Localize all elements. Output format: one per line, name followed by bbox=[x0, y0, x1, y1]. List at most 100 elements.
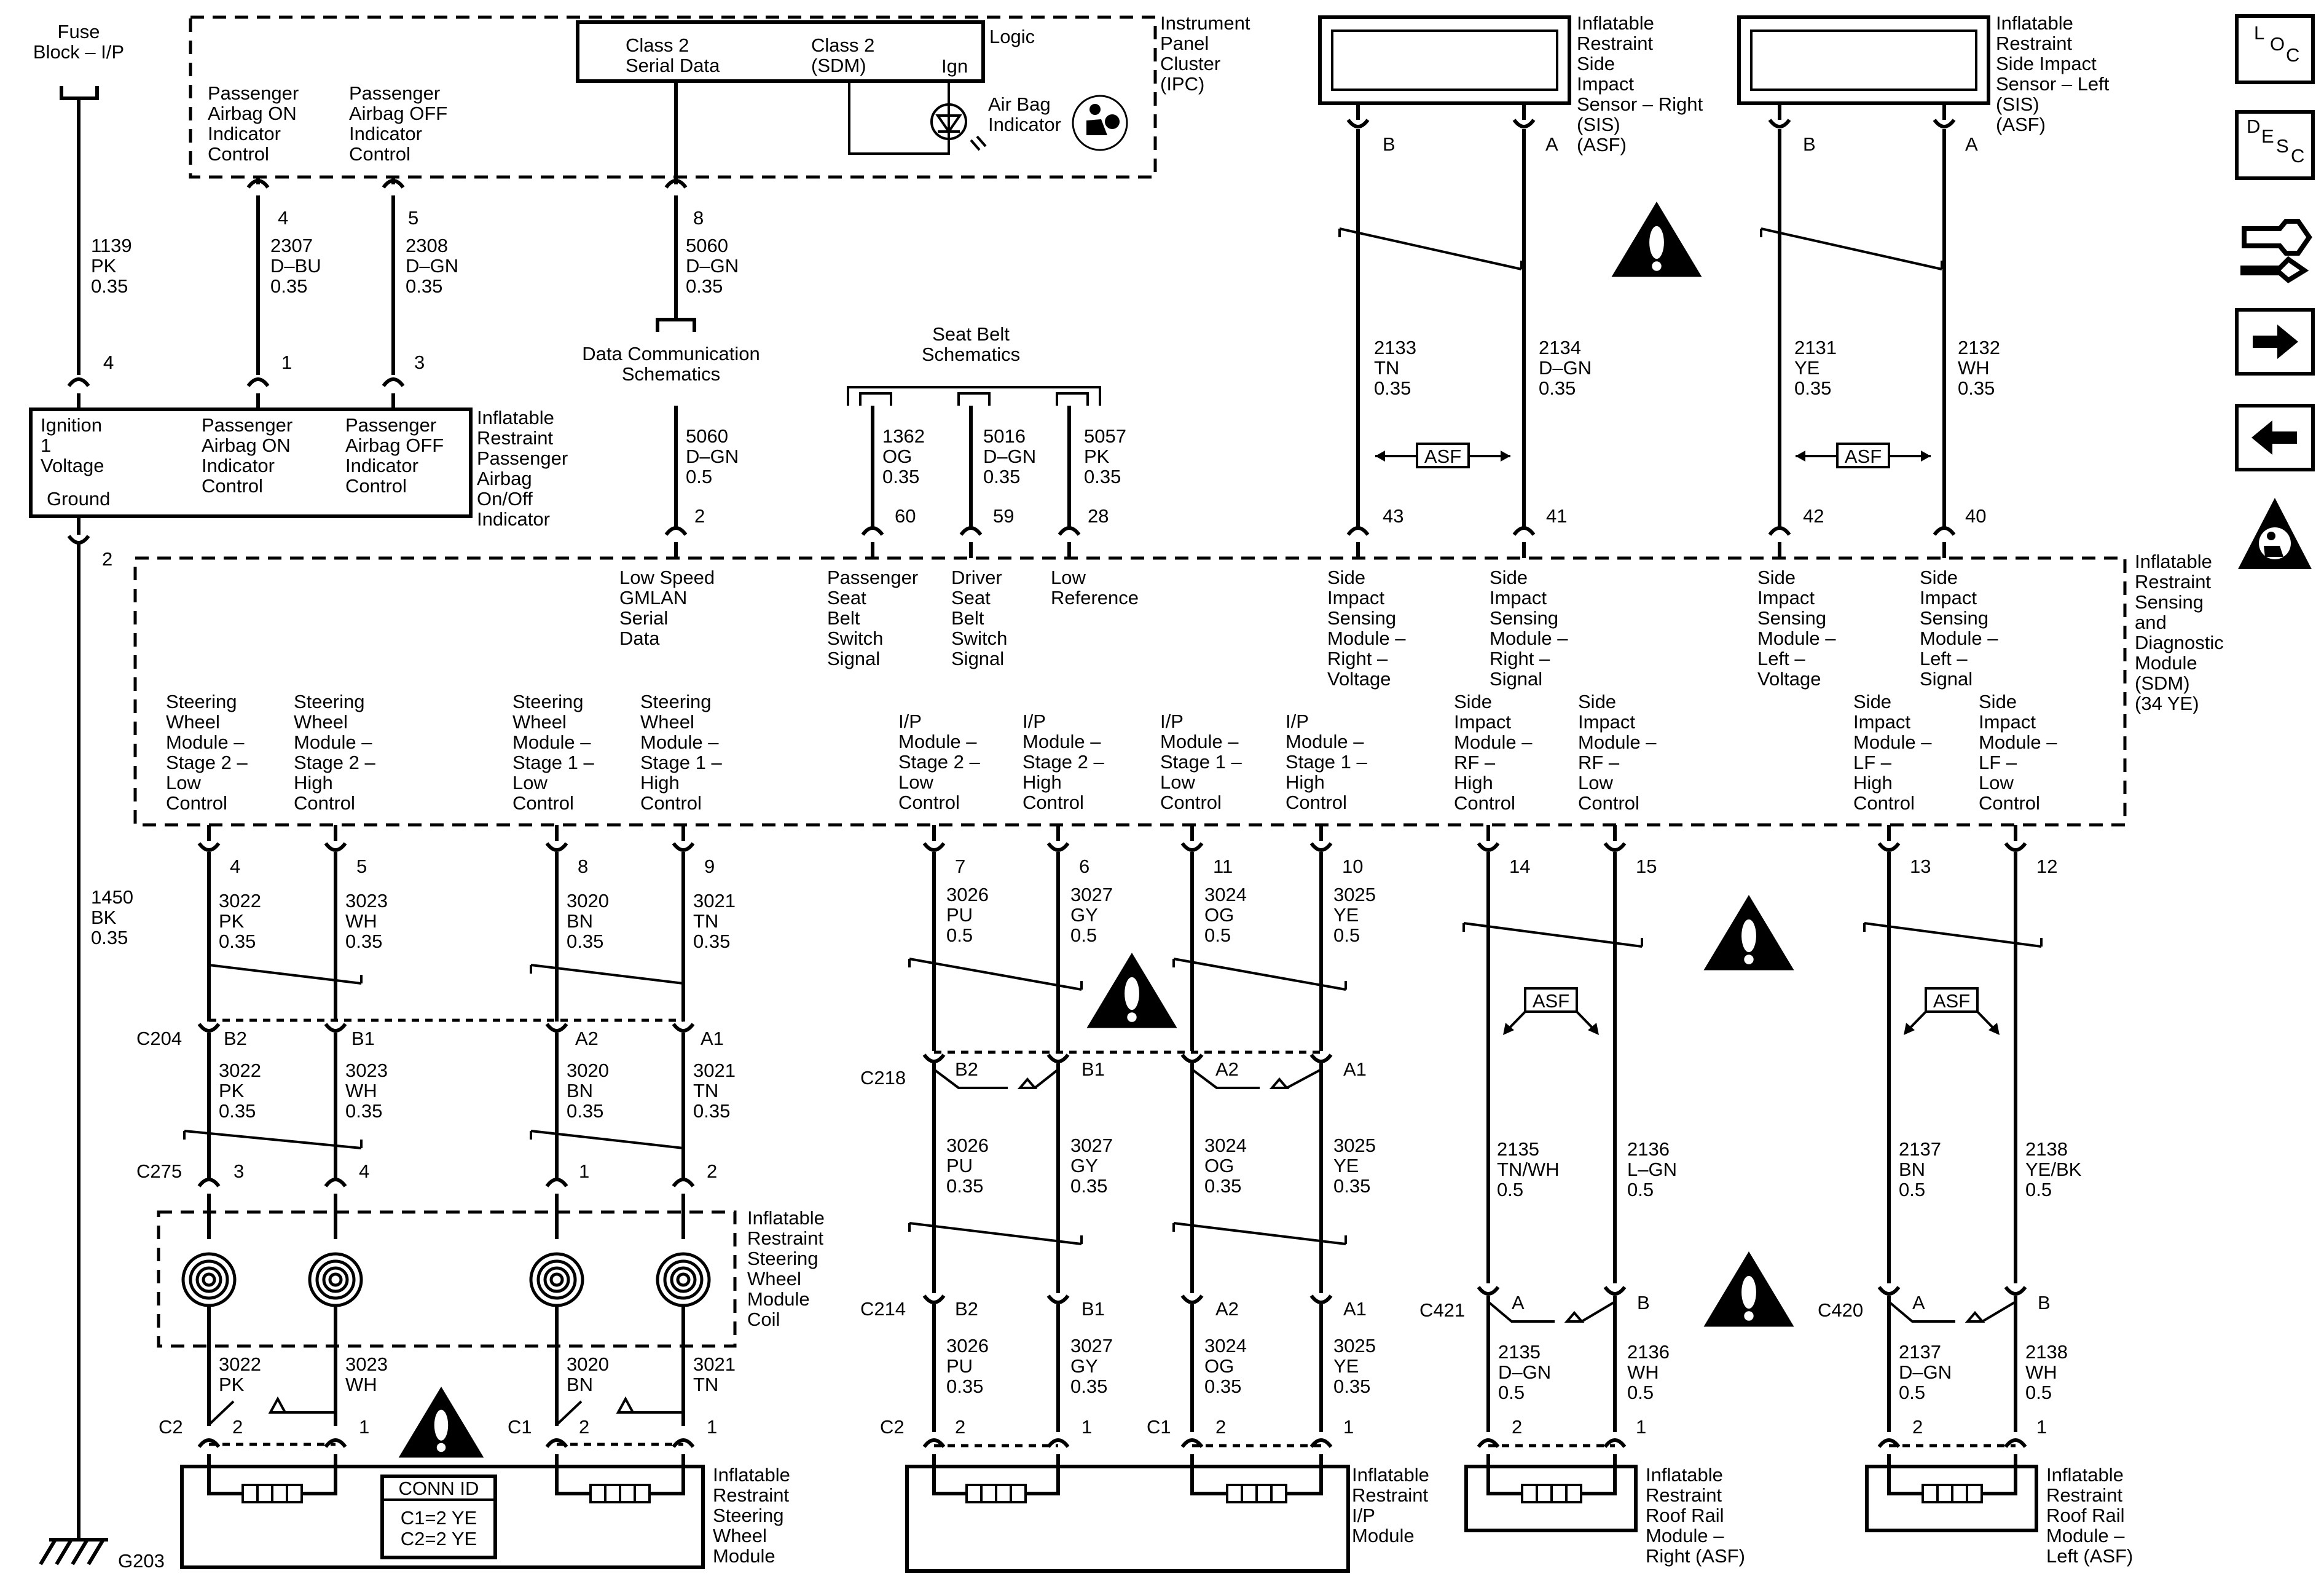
sdm-lfh-label-line: Side bbox=[1853, 691, 1891, 712]
pin-label: 7 bbox=[955, 856, 965, 877]
wire-3026b-label-line: PU bbox=[946, 1155, 973, 1176]
sdm-sw1l-label-line: Stage 1 – bbox=[512, 752, 594, 773]
sdm-sis-l-v-label-line: Module – bbox=[1757, 628, 1836, 649]
pp-off-label-line: Indicator bbox=[345, 455, 418, 476]
pin-label: 2 bbox=[579, 1416, 589, 1438]
wire-3024b-label-line: 0.35 bbox=[1204, 1175, 1241, 1197]
coil-title: InflatableRestraintSteeringWheelModuleCo… bbox=[747, 1207, 825, 1330]
squib-resistor-icon bbox=[965, 1484, 1027, 1503]
wire-5060-label-line: D–GN bbox=[686, 255, 739, 277]
sis-right-title-line: Inflatable bbox=[1577, 12, 1654, 34]
pin-label: 59 bbox=[993, 505, 1014, 527]
pin-label: 14 bbox=[1509, 856, 1530, 877]
coil-title-line: Restraint bbox=[747, 1227, 823, 1249]
wire-3021-label-line: 3021 bbox=[693, 1060, 736, 1081]
pin-label: 2 bbox=[955, 1416, 965, 1438]
previous-button[interactable] bbox=[2235, 404, 2315, 471]
airbag-warning-button[interactable] bbox=[2238, 498, 2312, 569]
wire-2307-label-line: 2307 bbox=[270, 235, 313, 256]
wire-2134-label-line: 0.35 bbox=[1539, 377, 1576, 399]
wire-3020-label-line: BN bbox=[567, 910, 593, 932]
ipc-logic-label: Logic bbox=[989, 26, 1035, 47]
sis-left-title-line: (ASF) bbox=[1996, 114, 2046, 135]
wire-1362-label-line: OG bbox=[882, 446, 912, 467]
seat-belt-schematics-label-line: Seat Belt bbox=[932, 323, 1010, 345]
pp-title: InflatableRestraintPassengerAirbagOn/Off… bbox=[477, 407, 568, 530]
pin-label-line: A bbox=[1545, 133, 1558, 155]
connector-terminal bbox=[1346, 526, 1370, 536]
connector-terminal bbox=[1933, 119, 1956, 128]
pin-label-line: 3 bbox=[234, 1160, 244, 1182]
sdm-sis-l-s-label-line: Signal bbox=[1920, 668, 1973, 690]
pin-label-line: B2 bbox=[955, 1058, 978, 1080]
wire-2132-label-line: 0.35 bbox=[1958, 377, 1995, 399]
sdm-ip2l-label-line: I/P bbox=[898, 711, 922, 732]
location-button[interactable]: LOC bbox=[2235, 14, 2315, 84]
wire-3026-label-line: 3026 bbox=[946, 884, 989, 905]
connector-terminal bbox=[197, 1178, 221, 1187]
wire-5060b-label-line: 0.5 bbox=[686, 466, 712, 487]
seat-belt-schematics-label-line: Schematics bbox=[922, 344, 1020, 365]
wire-3027-label-line: GY bbox=[1070, 904, 1098, 926]
wire-5016-label-line: 0.35 bbox=[983, 466, 1020, 487]
ground-icon bbox=[39, 1538, 108, 1565]
pp-on-label-line: Indicator bbox=[202, 455, 275, 476]
conn-id-box bbox=[380, 1475, 497, 1559]
connector-terminal bbox=[1046, 1053, 1070, 1063]
coil-title-line: Steering bbox=[747, 1248, 818, 1269]
pin-label: A2 bbox=[1215, 1298, 1239, 1320]
sdm-sis-r-v-label-line: Impact bbox=[1327, 587, 1384, 608]
pin-label: 1 bbox=[707, 1416, 717, 1438]
wire-2136-label-line: L–GN bbox=[1627, 1159, 1677, 1180]
roof-rail-left-box bbox=[1865, 1465, 2038, 1532]
pin-label-line: 10 bbox=[1342, 856, 1363, 877]
roof-rail-left-title-line: Left (ASF) bbox=[2046, 1545, 2133, 1567]
next-button[interactable] bbox=[2235, 308, 2315, 376]
wire-3027b-label-line: 0.35 bbox=[1070, 1175, 1107, 1197]
wire-1450-label-line: 0.35 bbox=[91, 927, 128, 948]
sdm-sw2l-label-line: Module – bbox=[166, 731, 245, 753]
wire-3025b-label-line: YE bbox=[1333, 1155, 1359, 1176]
roof-rail-right-title-line: Module – bbox=[1646, 1525, 1724, 1546]
sdm-ip2h-label-line: I/P bbox=[1023, 711, 1046, 732]
airbag-indicator-label-line: Indicator bbox=[988, 114, 1061, 135]
wire-3022b-label-line: PK bbox=[219, 1374, 245, 1395]
sdm-sis-l-s-label-line: Impact bbox=[1920, 587, 1977, 608]
wire-3020-label-line: 0.35 bbox=[567, 931, 603, 952]
wire-3026-label-line: PU bbox=[946, 904, 973, 926]
sdm-ip2l-label-line: Module – bbox=[898, 731, 977, 752]
wire-3026b-label-line: 3026 bbox=[946, 1135, 989, 1156]
sdm-rfh-label-line: Side bbox=[1454, 691, 1492, 712]
ipc-pass-on-label-line: Indicator bbox=[208, 123, 281, 144]
wire-3024b-label-line: OG bbox=[1204, 1155, 1234, 1176]
pin-label-line: A2 bbox=[575, 1028, 599, 1049]
sdm-sis-l-s-label-line: Side bbox=[1920, 567, 1958, 588]
pin-label: 42 bbox=[1803, 505, 1824, 527]
sis-left-inner bbox=[1750, 30, 1977, 91]
tools-button[interactable] bbox=[2240, 219, 2312, 283]
ipc-box bbox=[189, 15, 1157, 179]
wire-5057-label-line: 5057 bbox=[1084, 425, 1126, 447]
description-icon: D bbox=[2247, 116, 2260, 137]
pin-label-line: 59 bbox=[993, 505, 1014, 527]
pin-label: 1 bbox=[1082, 1416, 1092, 1438]
sdm-ip1h-label-line: High bbox=[1286, 771, 1325, 793]
pin-label-line: 11 bbox=[1213, 856, 1233, 877]
wire-2136b-label-line: 2136 bbox=[1627, 1341, 1670, 1363]
wire-3020b-label-line: 3020 bbox=[567, 1353, 609, 1375]
sdm-lsgmlan-label-line: Data bbox=[619, 628, 660, 649]
pin-label-line: 2 bbox=[102, 548, 112, 570]
sdm-rfl-label-line: Impact bbox=[1578, 711, 1635, 733]
pin-label-line: 2 bbox=[1512, 1416, 1522, 1438]
